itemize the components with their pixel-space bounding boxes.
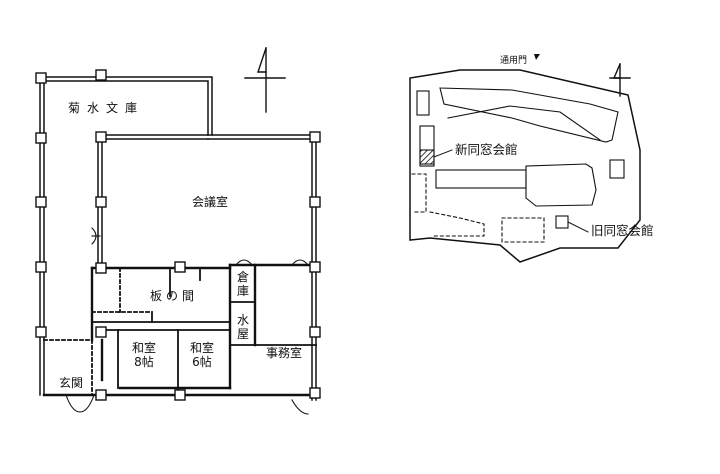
room-label-washitsu-8: 和室8帖 — [131, 341, 156, 369]
site-map — [409, 54, 641, 263]
door-swings — [65, 227, 309, 415]
room-label-washitsu-6: 和室6帖 — [189, 341, 214, 369]
room-label-souko: 倉庫 — [236, 270, 249, 298]
columns — [35, 69, 321, 401]
room-label-jimushitsu: 事務室 — [266, 346, 303, 360]
north-arrow-left-icon — [244, 47, 286, 113]
room-label-kikusui-bunko: 菊水文庫 — [68, 101, 145, 115]
room-label-mizuya: 水屋 — [236, 313, 249, 341]
site-boundary — [409, 69, 641, 263]
floor-plan — [35, 47, 321, 415]
room-label-genkan: 玄関 — [59, 376, 84, 390]
site-label-new-hall: 新同窓会館 — [455, 142, 518, 157]
interior-partitions — [43, 267, 317, 396]
site-buildings — [411, 87, 625, 243]
new-hall-leader — [433, 149, 453, 158]
site-label-gate: 通用門 — [500, 56, 528, 66]
site-label-old-hall: 旧同窓会館 — [591, 223, 654, 238]
north-arrow-right-icon — [609, 63, 631, 97]
old-hall-leader — [567, 221, 589, 233]
gate-marker-icon — [534, 54, 540, 60]
room-label-ita-no-ma: 板の間 — [150, 289, 199, 303]
room-label-conference: 会議室 — [192, 195, 229, 209]
